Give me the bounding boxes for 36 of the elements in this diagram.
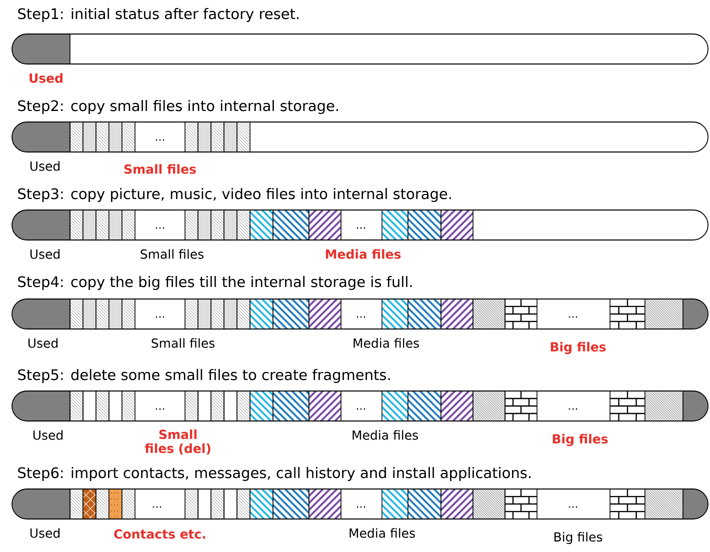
segment-label: Contacts etc.: [114, 529, 206, 539]
segment-label: Used: [30, 161, 60, 171]
gap-ellipsis: ...: [156, 408, 164, 410]
gap-ellipsis: ...: [156, 316, 164, 318]
segment-label: Big files: [550, 342, 606, 354]
segment-label: Big files: [554, 532, 602, 544]
gap-ellipsis: ...: [568, 408, 578, 410]
segment-label: Media files: [350, 528, 415, 538]
segment-label: Small files: [152, 338, 214, 348]
segment-label: Media files: [354, 338, 419, 348]
segment-label: Used: [28, 338, 58, 348]
segment-label: Media files: [326, 249, 401, 259]
segment-label: Big files: [552, 434, 608, 446]
gap-ellipsis: ...: [356, 408, 366, 410]
segment-label: Small files (del): [144, 429, 210, 455]
segment-label: Used: [30, 528, 60, 538]
segment-label: Media files: [352, 430, 418, 440]
gap-ellipsis: ...: [356, 316, 366, 318]
gap-ellipsis: ...: [356, 227, 366, 229]
segment-label: Used: [33, 430, 63, 440]
step-heading: Step1: initial status after factory reset.: [18, 8, 298, 22]
segment-label: Used: [30, 73, 62, 83]
step-heading: Step5: delete some small files to create fragments.: [18, 368, 390, 384]
segment-label: Small files: [140, 249, 204, 259]
segment-label: Small files: [124, 164, 196, 174]
step-heading: Step3: copy picture, music, video files into internal storage.: [18, 188, 451, 202]
gap-ellipsis: ...: [156, 227, 164, 229]
step-heading: Step2: copy small files into internal storage.: [18, 100, 338, 114]
gap-ellipsis: ...: [568, 316, 578, 318]
step-heading: Step4: copy the big files till the internal storage is full.: [18, 276, 412, 290]
gap-ellipsis: ...: [568, 506, 578, 508]
gap-ellipsis: ...: [156, 139, 164, 141]
gap-ellipsis: ...: [356, 506, 366, 508]
gap-ellipsis: ...: [152, 506, 162, 508]
segment-label: Used: [30, 249, 60, 259]
step-heading: Step6: import contacts, messages, call history and install applications.: [18, 466, 530, 482]
